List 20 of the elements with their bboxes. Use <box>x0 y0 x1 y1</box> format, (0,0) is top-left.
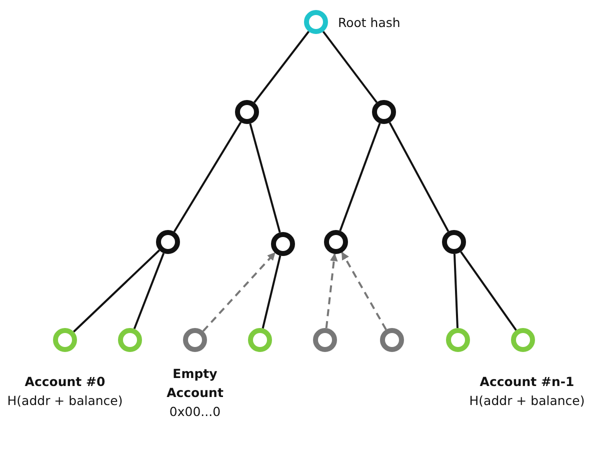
tree-edge <box>254 30 310 104</box>
tree-edge <box>339 122 381 232</box>
node-caption: Root hash <box>338 14 402 32</box>
dashed-arrow <box>202 252 276 332</box>
tree-edge <box>133 252 165 330</box>
node-caption: H(addr + balance) <box>468 392 586 410</box>
tree-edge <box>73 250 160 332</box>
tree-edge <box>322 30 378 104</box>
tree-edge <box>173 122 242 232</box>
tree-edge <box>249 123 281 233</box>
account-title: Empty Account <box>166 365 224 402</box>
dashed-arrow <box>325 253 338 328</box>
tree-edge <box>262 255 282 329</box>
account-title: Account #0 <box>24 373 106 391</box>
account-title: Account #n-1 <box>478 373 576 391</box>
node-caption: H(addr + balance) <box>6 392 124 410</box>
node-caption: 0x00...0 <box>168 403 222 421</box>
tree-edge <box>454 254 458 328</box>
dashed-arrow <box>341 252 387 330</box>
tree-edge <box>388 122 450 232</box>
